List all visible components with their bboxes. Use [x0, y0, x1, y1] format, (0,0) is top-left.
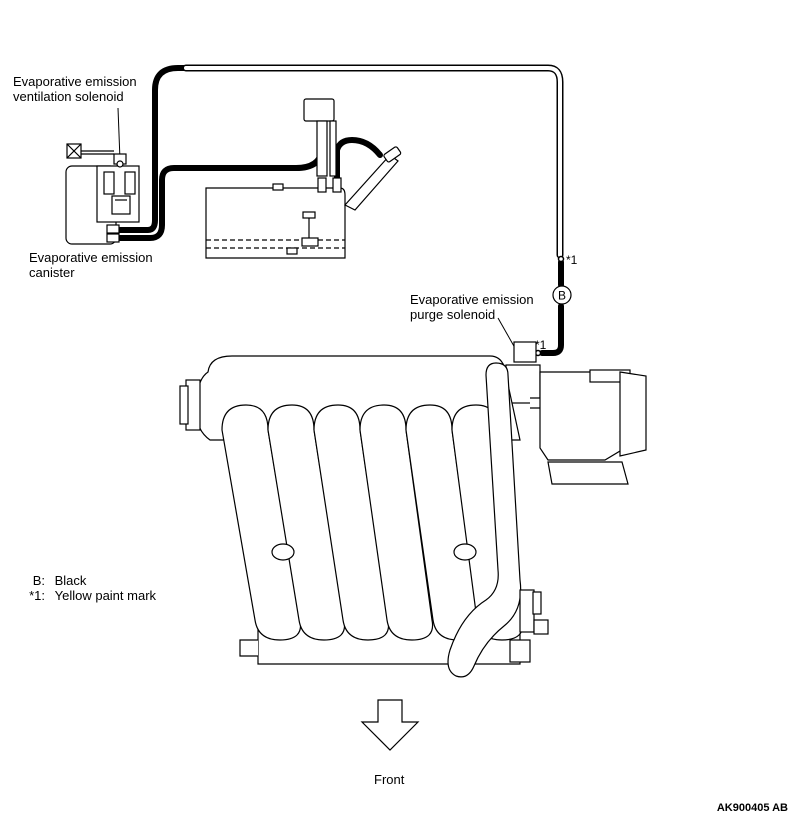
purge-solenoid-label-line1: Evaporative emission: [410, 292, 534, 307]
purge-hose-black-lower: [539, 303, 564, 356]
manifold-runners: [221, 404, 524, 641]
legend-text: Black: [54, 573, 87, 588]
black-hose-badge-text: B: [558, 289, 566, 303]
vent-solenoid-label: Evaporative emission ventilation solenoi…: [13, 74, 137, 104]
vent-solenoid-label-line2: ventilation solenoid: [13, 89, 124, 104]
black-hose-badge: [552, 285, 572, 305]
front-arrow: [360, 699, 420, 751]
legend-key: B:: [32, 573, 45, 588]
front-arrow-label: Front: [374, 772, 405, 787]
legend-text: Yellow paint mark: [54, 588, 157, 603]
tank-connector: [303, 98, 337, 177]
legend-item-paint-mark: *1: Yellow paint mark: [29, 588, 156, 603]
paint-mark-label-upper: *1: [566, 253, 578, 267]
paint-mark-label-lower: *1: [535, 338, 547, 352]
canister-label-line2: canister: [29, 265, 75, 280]
tank-hose: [117, 122, 325, 241]
evap-hoses: [117, 64, 564, 356]
legend-key: *1:: [29, 588, 45, 603]
purge-hose-white-inner: [184, 66, 562, 257]
vent-filter: [66, 143, 114, 159]
vent-solenoid-label-line1: Evaporative emission: [13, 74, 137, 89]
purge-solenoid: [505, 341, 546, 409]
vent-hose-black: [117, 65, 189, 233]
purge-solenoid-label-line2: purge solenoid: [410, 307, 496, 322]
throttle-body: [539, 369, 647, 485]
purge-solenoid-label: Evaporative emission purge solenoid: [410, 292, 534, 322]
filler-hose: [334, 137, 383, 193]
leader-lines: [117, 107, 516, 349]
intake-manifold: [179, 355, 549, 678]
canister-label: Evaporative emission canister: [29, 250, 153, 280]
figure-reference: AK900405 AB: [716, 802, 788, 814]
filler-neck: [344, 146, 402, 211]
canister-label-line1: Evaporative emission: [29, 250, 153, 265]
canister: [65, 153, 140, 245]
fuel-tank: [205, 177, 346, 259]
paint-mark-dot-upper: [557, 255, 565, 263]
legend: B: Black *1: Yellow paint mark: [29, 573, 156, 603]
legend-item-black: B: Black: [29, 573, 156, 588]
